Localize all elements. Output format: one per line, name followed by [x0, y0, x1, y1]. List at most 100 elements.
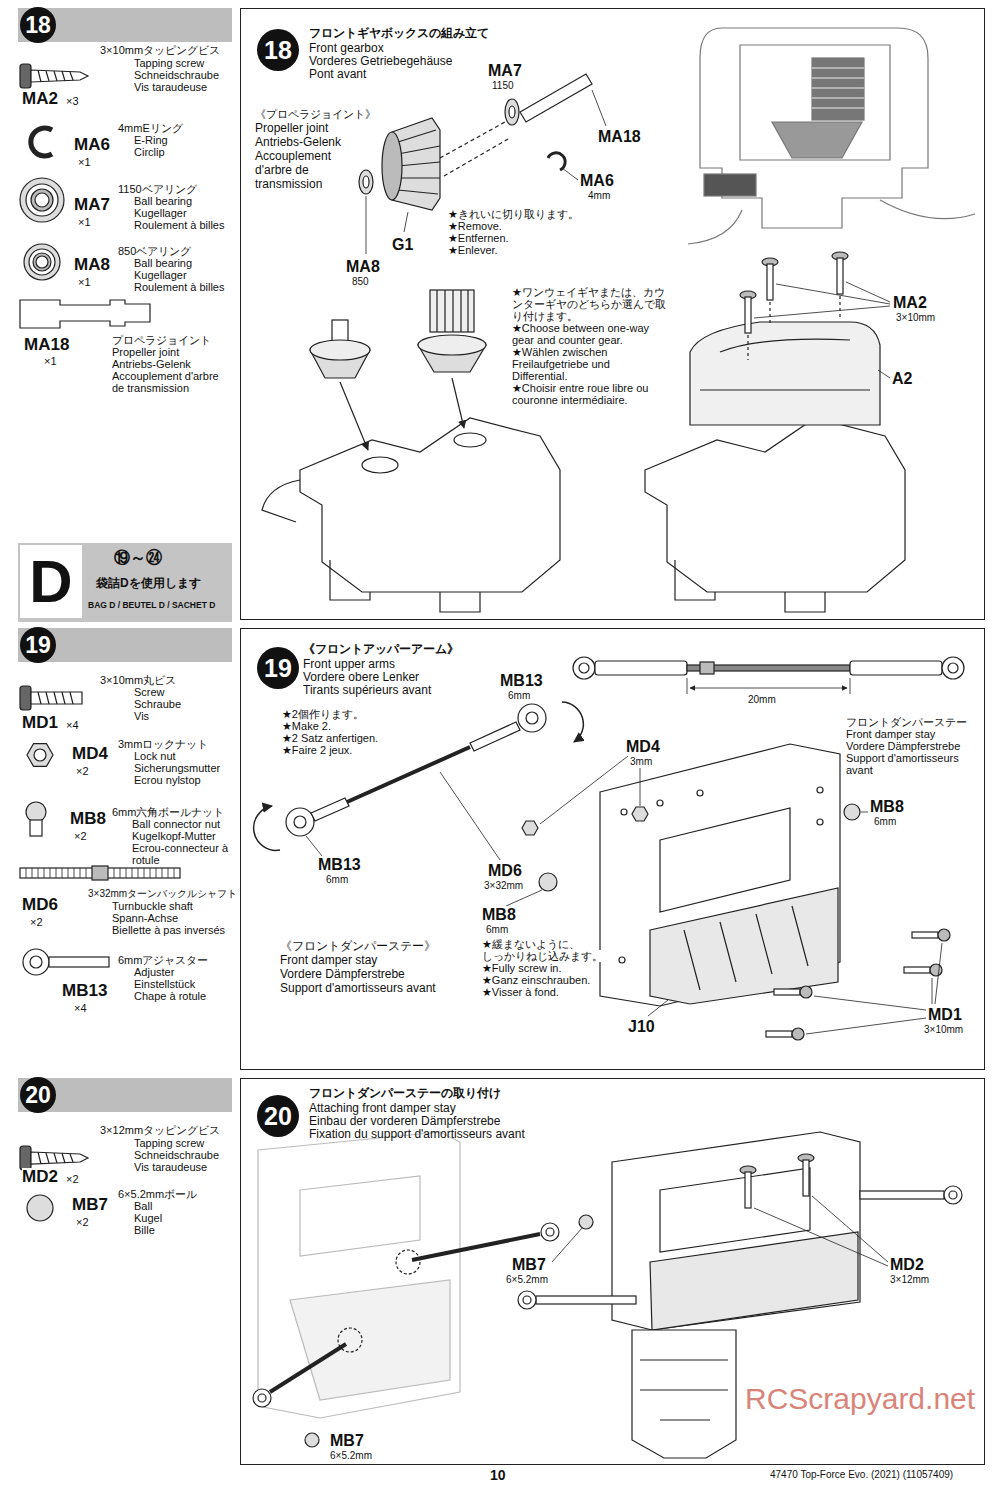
part-code: MD4 — [72, 745, 108, 764]
page-footer: 10 — [490, 1468, 506, 1483]
step-number: 20 — [25, 1084, 51, 1107]
bevel-gear — [418, 335, 486, 355]
propeller-joint-icon — [20, 300, 150, 328]
parts-bag-box: D⑲～㉔袋詰Dを使用しますBAG D / BEUTEL D / SACHET D — [18, 543, 232, 622]
lock-nut-icon — [27, 744, 53, 767]
tapping-screw-icon — [20, 1146, 31, 1170]
part-spec: 6mm — [508, 690, 530, 701]
part-description: Kugellager — [134, 269, 187, 281]
front-damper-stay — [817, 787, 823, 793]
turnbuckle-parts — [311, 798, 349, 821]
part-description: ×2 — [30, 916, 43, 928]
part-description: ×2 — [76, 765, 89, 777]
part-description: 3mmロックナット — [118, 738, 208, 750]
bevel-gear — [310, 290, 486, 378]
tapping-screw — [837, 258, 843, 294]
step-header-bar — [18, 8, 232, 42]
gear-housing — [645, 418, 905, 612]
gearbox-cover — [690, 322, 880, 425]
part-description: Roulement à billes — [134, 219, 225, 231]
lock-nut — [522, 807, 648, 835]
part-spec: 850 — [352, 276, 369, 287]
part-description: Spann-Achse — [112, 912, 178, 924]
ball-nut-icon — [26, 802, 46, 822]
dimension-line — [687, 678, 850, 694]
screw-icon — [20, 686, 31, 710]
screw — [792, 1028, 804, 1040]
leader-line — [552, 1228, 582, 1262]
ball-nut — [539, 873, 557, 891]
turnbuckle-parts — [526, 712, 538, 724]
part-spec: 4mm — [588, 190, 610, 201]
part-description: 3×12mmタッピングビス — [100, 1124, 220, 1136]
step-number-circle: 19 — [257, 647, 299, 689]
part-description: ★Faire 2 jeux. — [282, 744, 352, 756]
ball — [579, 1215, 593, 1229]
part-description: 3×10mmタッピングビス — [100, 44, 220, 56]
step-panel: フロントギヤボックスの組み立てFront gearboxVorderes Get… — [240, 8, 985, 620]
front-damper-stay — [860, 1191, 944, 1199]
step-header-bar — [18, 628, 232, 662]
front-damper-stay — [944, 1186, 962, 1204]
gear-housing — [645, 418, 905, 592]
part-description: ★きれいに切り取ります。 — [448, 208, 579, 220]
part-description: E-Ring — [134, 134, 168, 146]
tapping-screw — [767, 264, 773, 300]
screw — [774, 989, 800, 995]
ball — [305, 1433, 319, 1447]
propeller-joint-parts — [359, 74, 592, 210]
assembly-arrow — [340, 378, 464, 450]
part-description: Ball — [134, 1200, 152, 1212]
part-description: Support d'amortisseurs — [846, 752, 959, 764]
part-description: 1150ベアリング — [118, 183, 197, 195]
part-description: ×4 — [74, 1002, 87, 1014]
step-number: 19 — [264, 656, 292, 681]
leader-line — [540, 756, 640, 824]
leader-line — [878, 370, 890, 378]
step-title: フロントダンパーステーの取り付け — [309, 1087, 501, 1100]
propeller-joint-parts — [520, 74, 592, 122]
part-description: ★Fully screw in. — [482, 962, 562, 974]
bag-note: ⑲～㉔ — [114, 549, 162, 567]
part-description: Front damper stay — [846, 728, 935, 740]
part-description: 《フロントダンパーステー》 — [280, 940, 436, 953]
part-description: Vordere Dämpferstrebe — [846, 740, 960, 752]
part-description: ★緩まないように、 — [482, 938, 580, 950]
step-panel: 《フロントアッパーアーム》Front upper armsVordere obe… — [240, 628, 985, 1070]
part-description: ×4 — [66, 719, 79, 731]
front-damper-stay — [949, 1191, 957, 1199]
ball-bearing-icon — [20, 178, 64, 280]
part-description: ×1 — [78, 276, 91, 288]
screw — [800, 986, 812, 998]
turnbuckle-assembly — [573, 657, 595, 679]
part-description: 6mm六角ボールナット — [112, 806, 224, 818]
ball-icon — [27, 1195, 53, 1221]
ball-nut-icon — [26, 802, 46, 836]
part-description: ×1 — [78, 216, 91, 228]
screw-icon — [31, 692, 82, 704]
propeller-joint-parts — [382, 132, 402, 200]
gearbox-overview — [740, 45, 890, 160]
step-number: 18 — [264, 38, 292, 63]
turnbuckle-parts — [294, 816, 306, 828]
ball-nut — [844, 804, 860, 820]
front-damper-stay — [640, 1360, 728, 1420]
leader-line — [562, 168, 578, 180]
step-title: 《フロントアッパーアーム》 — [303, 643, 459, 656]
ball — [305, 1215, 593, 1447]
part-description: 6mmアジャスター — [118, 954, 208, 966]
screw — [938, 929, 950, 941]
part-description: ★ワンウェイギヤまたは、カウ — [512, 286, 665, 298]
adjuster-icon — [49, 957, 109, 967]
step-title-translation: Vorderes Getriebegehäuse — [309, 55, 452, 68]
leader-line — [754, 1196, 888, 1266]
ball-bearing-icon — [33, 253, 51, 271]
step-number: 19 — [25, 634, 51, 657]
gear-housing — [362, 457, 398, 473]
part-code: MA6 — [580, 172, 614, 190]
front-damper-stay — [600, 744, 840, 1006]
part-description: gear and counter gear. — [512, 334, 623, 346]
tapping-screw — [748, 296, 840, 360]
part-code: J10 — [628, 1018, 655, 1036]
ball-nut-icon — [30, 820, 42, 836]
